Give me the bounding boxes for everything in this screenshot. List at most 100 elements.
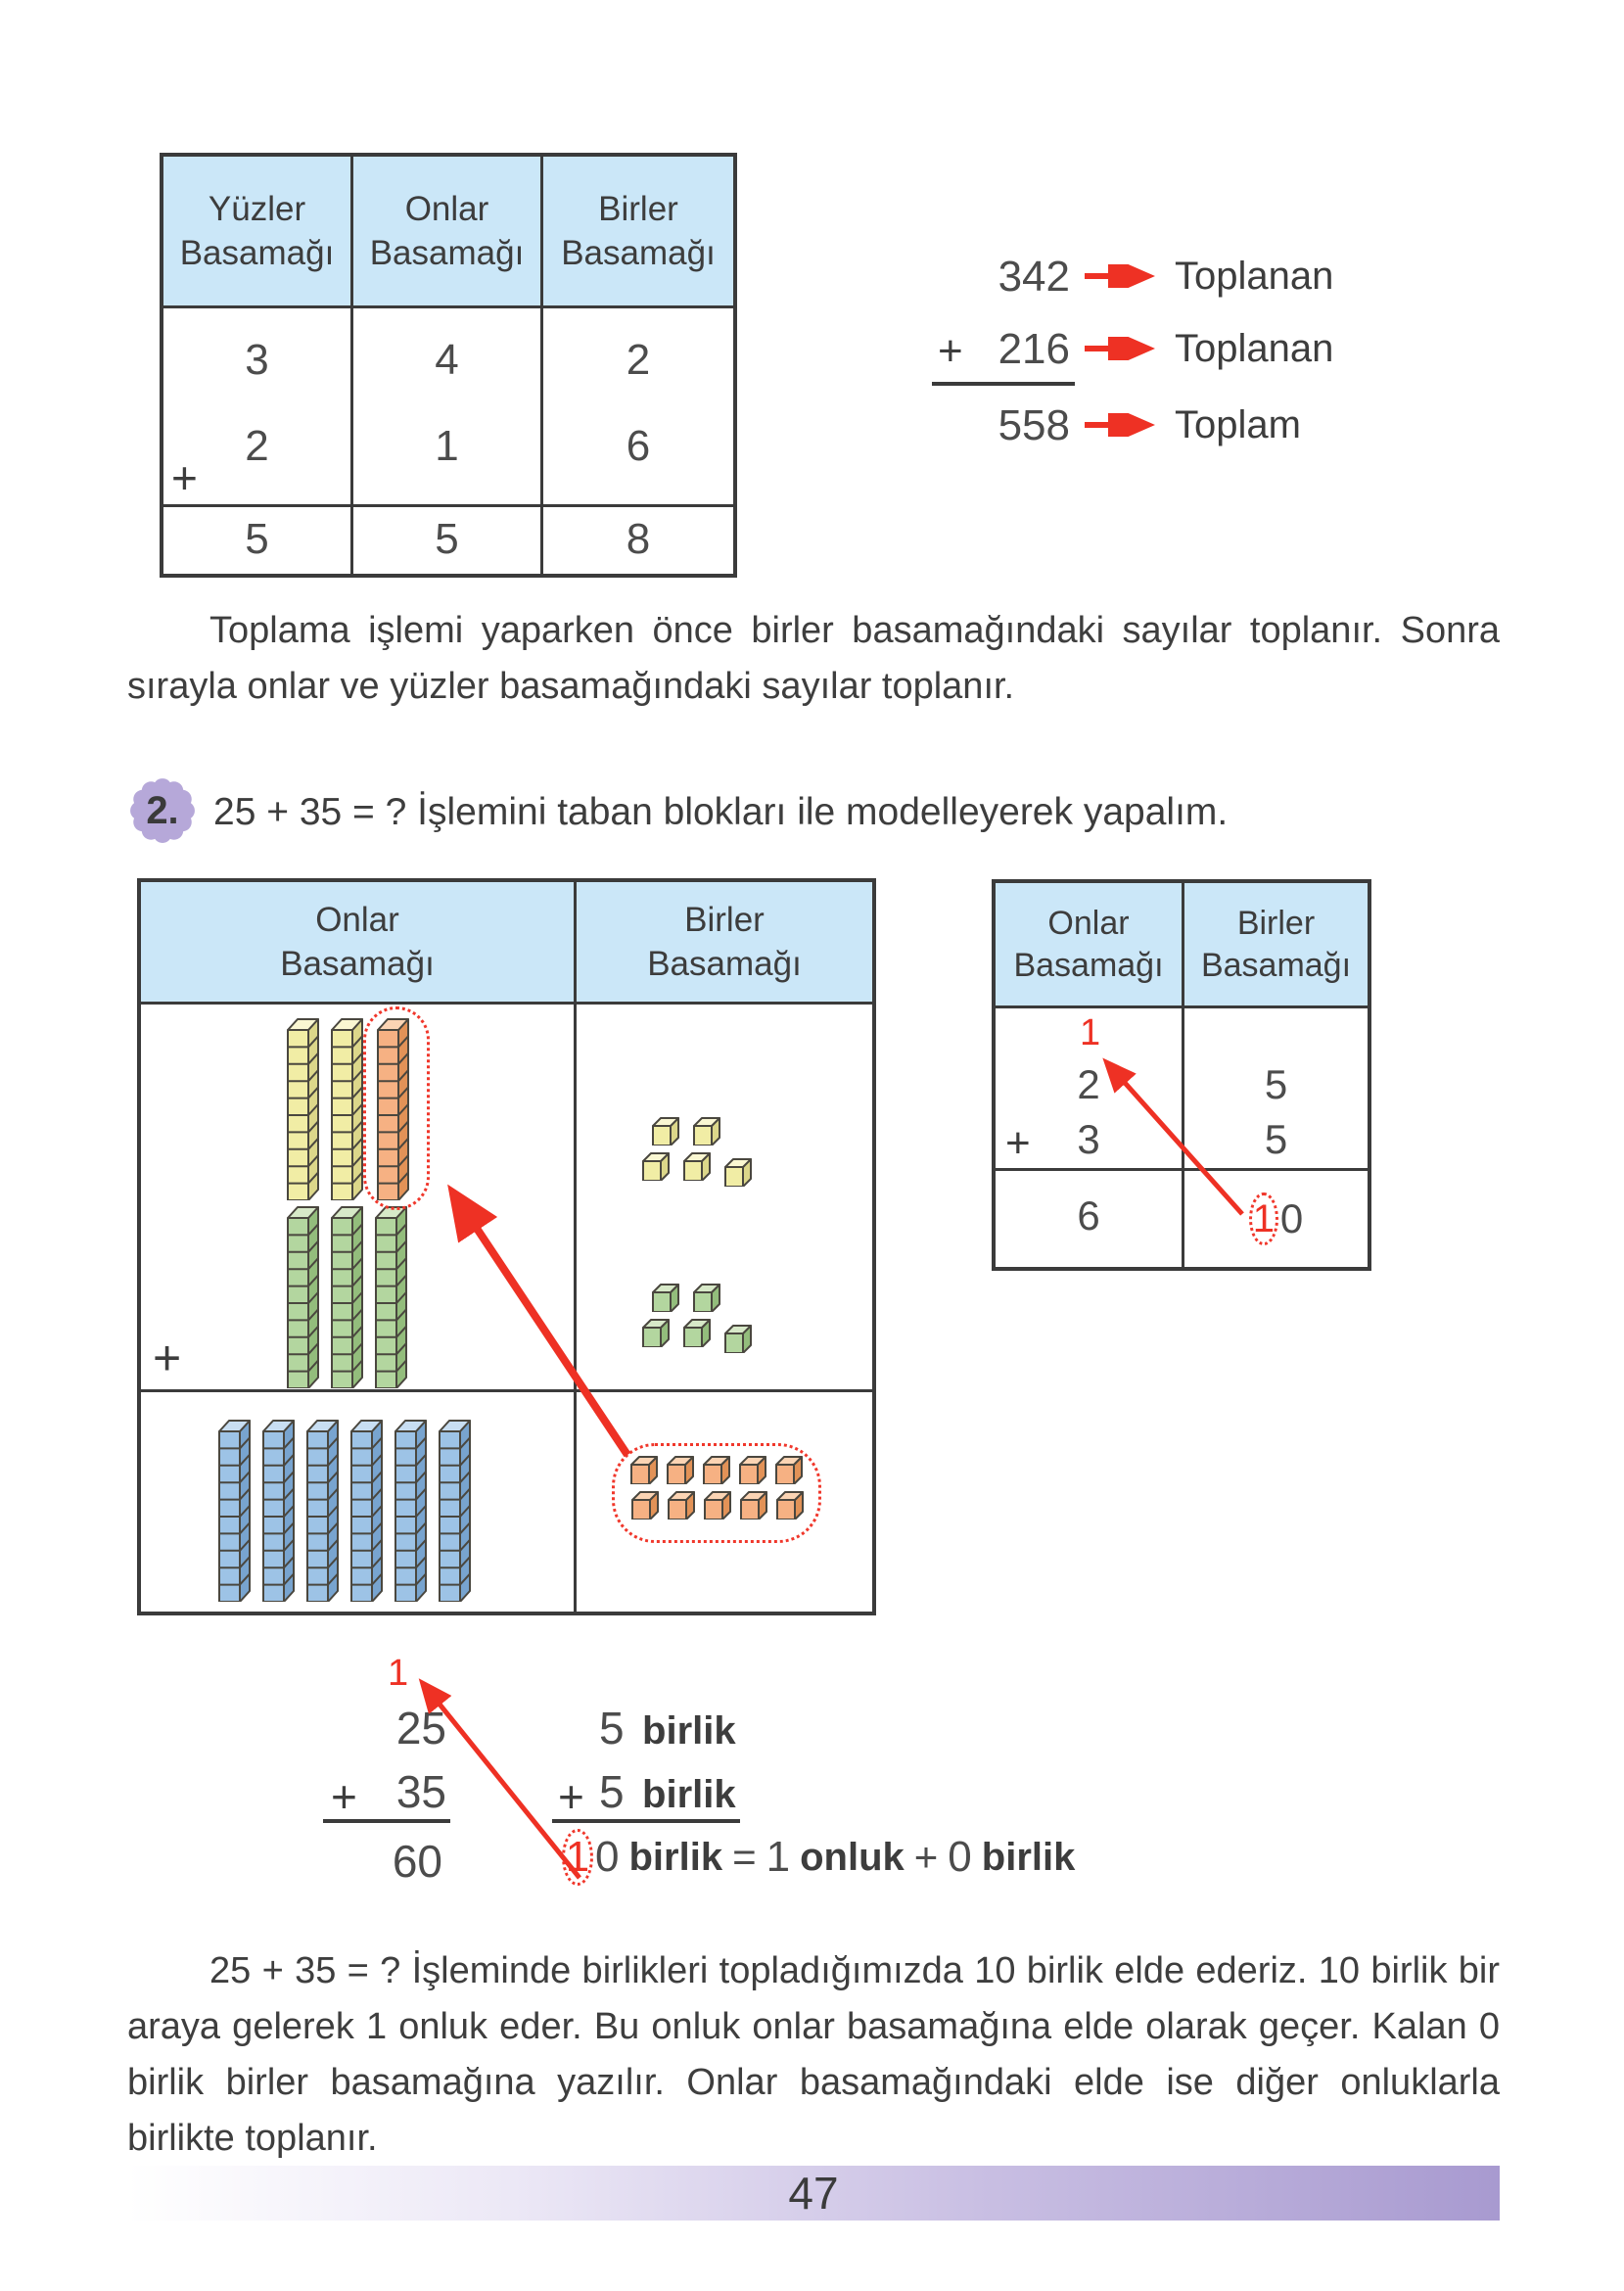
ten-rod-icon (287, 1206, 319, 1388)
header-line2: Basamağı (561, 234, 716, 272)
ones-addition: 5 birlik + 5 birlik 1 0 birlik = 1 onluk… (552, 1653, 1104, 1927)
sum-line (323, 1819, 450, 1823)
header-onlar-basamagi: Onlar Basamağı (996, 883, 1184, 1008)
unit-cube-icon (642, 1152, 670, 1182)
header-line2: Basamağı (1013, 946, 1164, 984)
digit: 5 (435, 515, 459, 563)
unit-cube-icon (724, 1325, 752, 1354)
cell-sum-ones-blocks (577, 1392, 872, 1612)
carried-ten-rod (376, 1016, 409, 1200)
onluk-word: onluk (800, 1835, 905, 1879)
unit-cube-icon (668, 1491, 695, 1520)
digit: 2 (245, 422, 269, 470)
unit-cube (692, 1116, 721, 1150)
ten-rod-icon (331, 1206, 363, 1388)
digit: 5 (1264, 1061, 1288, 1107)
closing-paragraph: 25 + 35 = ? İşleminde birlikleri topladı… (127, 1950, 1500, 2159)
digit: 6 (626, 422, 651, 470)
sum-label: Toplam (1175, 403, 1301, 446)
unit-cube (739, 1490, 768, 1524)
header-line2: Basamağı (369, 234, 525, 272)
sum-ten-rods (217, 1418, 471, 1602)
ten-rod-icon (306, 1420, 339, 1602)
unit-cube-icon (667, 1456, 694, 1485)
ten-rod-icon (439, 1420, 471, 1602)
unit-cube-icon (642, 1319, 670, 1348)
plus-sign: + (558, 1771, 584, 1822)
sum-line (932, 382, 1075, 386)
unit-cube (651, 1116, 680, 1150)
header-line1: Onlar (315, 901, 399, 939)
header-birler-basamagi: Birler Basamağı (1184, 883, 1368, 1008)
header-line1: Onlar (404, 190, 489, 228)
plus-sign: + (331, 1771, 357, 1822)
unit-cube-icon (652, 1284, 679, 1313)
ten-rod-icon (262, 1420, 295, 1602)
unit-cube-icon (693, 1117, 720, 1146)
carry-digit: 1 (388, 1653, 409, 1694)
digit: 4 (435, 336, 459, 384)
header-line2: Basamağı (179, 234, 335, 272)
addition-row-toplanan2: + 216 Toplanan (932, 325, 1398, 386)
addend1-unit-cubes (639, 1116, 755, 1192)
cell-addend-ones-blocks (577, 1005, 872, 1392)
addend-value: 35 (395, 1766, 446, 1817)
unit-cube (723, 1324, 753, 1358)
carry-addition-table: Onlar Basamağı Birler Basamağı 1 2 3 + 5… (992, 879, 1371, 1271)
unit-cube-icon (740, 1491, 767, 1520)
digit: 2 (626, 336, 651, 384)
carry-digit: 1 (1080, 1012, 1101, 1053)
table-cell-ones-addends: 2 6 (543, 308, 733, 507)
digit: 3 (1077, 1116, 1100, 1162)
birlik-word: birlik (981, 1835, 1076, 1879)
addend2-ten-rods (286, 1204, 407, 1388)
ones-line1: 5 birlik (599, 1702, 736, 1754)
birlik-word: birlik (642, 1773, 736, 1816)
ten-rod-icon (350, 1420, 383, 1602)
carry-digit: 1 (565, 1833, 590, 1881)
header-birler-basamagi: Birler Basamağı (577, 882, 872, 1005)
labeled-addition: 342 Toplanan + 216 Toplanan 558 Toplam (932, 253, 1398, 458)
right-arrow-icon (1085, 413, 1155, 437)
regrouped-ten: 1 0 (562, 1829, 619, 1886)
header-line1: Onlar (1047, 904, 1130, 942)
addend-value: 342 (998, 253, 1070, 301)
table-cell-tens-result: 5 (353, 507, 543, 574)
digit: 1 (766, 1833, 791, 1881)
plus-sign: + (938, 327, 963, 375)
digit: 3 (245, 336, 269, 384)
cell-ones-result: 1 0 (1184, 1171, 1368, 1267)
unit-cube-icon (724, 1158, 752, 1188)
unit-cube (702, 1455, 731, 1489)
digit: 6 (1077, 1192, 1100, 1239)
header-onlar-basamagi: Onlar Basamağı (141, 882, 577, 1005)
ten-rod-icon (287, 1018, 319, 1200)
header-line2: Basamağı (1200, 946, 1352, 984)
unit-cube (738, 1455, 767, 1489)
flower-badge-icon (130, 778, 195, 843)
section-title: 25 + 35 = ? İşlemini taban blokları ile … (213, 791, 1229, 833)
table-cell-tens-addends: 4 1 (353, 308, 543, 507)
header-line2: Basamağı (647, 945, 802, 983)
digit: 0 (948, 1833, 972, 1881)
header-line1: Birler (598, 190, 678, 228)
ten-rod-icon (331, 1018, 363, 1200)
ten-rod-icon (375, 1206, 407, 1388)
plus-sign: + (171, 452, 198, 503)
unit-cube (723, 1157, 753, 1192)
unit-cube (703, 1490, 732, 1524)
ones-result-line: 1 0 birlik = 1 onluk + 0 birlik (562, 1829, 1075, 1886)
unit-cube (641, 1318, 671, 1352)
cell-tens-addends: 1 2 3 + (996, 1008, 1184, 1171)
column-addition: 1 25 + 35 60 (323, 1653, 450, 1907)
ten-ones-outline (612, 1443, 821, 1543)
sum-value: 558 (998, 401, 1070, 449)
unit-cube-icon (652, 1117, 679, 1146)
intro-paragraph: Toplama işlemi yaparken önce birler basa… (127, 610, 1500, 707)
place-value-table: Yüzler Basamağı Onlar Basamağı Birler Ba… (160, 153, 737, 578)
ten-rod-icon (218, 1420, 251, 1602)
unit-cube-icon (703, 1456, 730, 1485)
unit-cube (682, 1151, 712, 1186)
header-birler-basamagi: Birler Basamağı (543, 157, 733, 308)
